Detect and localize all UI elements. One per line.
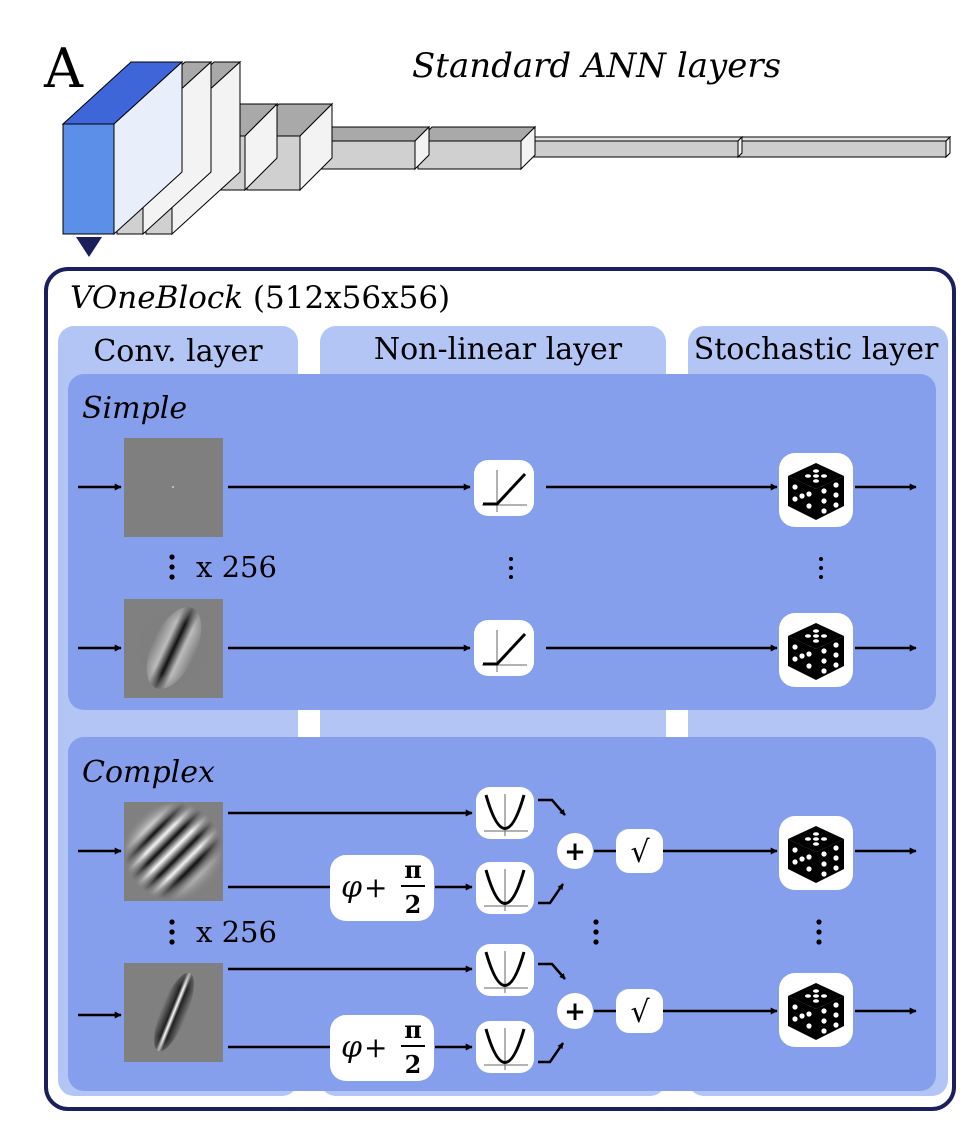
svg-text:φ: φ xyxy=(341,870,362,905)
relu-icon xyxy=(474,460,534,516)
square-nonlinearity-icon xyxy=(476,787,534,839)
stochastic-column-title: Stochastic layer xyxy=(694,332,939,367)
stochastic-ellipsis-complex xyxy=(816,919,822,945)
square-nonlinearity-icon xyxy=(476,944,534,996)
svg-text:+: + xyxy=(364,871,387,904)
complex-section-title: Complex xyxy=(82,755,215,790)
svg-text:π: π xyxy=(404,855,422,884)
conv-column-title: Conv. layer xyxy=(93,334,263,369)
arrows xyxy=(78,483,917,1064)
phase-shift-box: φ + π 2 xyxy=(330,1015,434,1081)
svg-text:φ: φ xyxy=(341,1030,362,1065)
ann-title: Standard ANN layers xyxy=(412,46,781,86)
nonlinear-column-title: Non-linear layer xyxy=(374,332,623,367)
simple-section xyxy=(68,374,936,710)
dice-icon xyxy=(779,973,853,1047)
complex-repeat-marker: x 256 xyxy=(169,915,277,949)
square-nonlinearity-icon xyxy=(476,862,534,914)
simple-section-title: Simple xyxy=(82,391,187,426)
complex-repeat-label: x 256 xyxy=(196,915,277,949)
sum-node: + xyxy=(557,833,593,869)
expand-pointer-icon xyxy=(76,237,102,257)
svg-text:+: + xyxy=(364,1031,387,1064)
simple-repeat-label: x 256 xyxy=(196,550,277,584)
ann-block-4 xyxy=(416,126,537,142)
panel-letter: A xyxy=(43,37,84,100)
complex-filter-2 xyxy=(124,963,223,1062)
sqrt-node: √ xyxy=(616,989,663,1033)
stochastic-ellipsis-simple xyxy=(819,557,823,579)
svg-text:2: 2 xyxy=(405,1050,422,1079)
simple-filter-1 xyxy=(124,438,223,537)
complex-filter-1 xyxy=(124,802,223,901)
svg-text:√: √ xyxy=(630,835,650,870)
svg-text:+: + xyxy=(564,837,586,867)
sum-ellipsis xyxy=(593,919,599,945)
ann-architecture xyxy=(61,60,952,236)
simple-filter-2 xyxy=(124,599,223,698)
dice-icon xyxy=(779,816,853,890)
dice-icon xyxy=(779,613,853,687)
svg-text:π: π xyxy=(404,1015,422,1044)
square-nonlinearity-icon xyxy=(476,1021,534,1073)
ann-fc-block-2 xyxy=(736,136,952,142)
vone-block-title: VOneBlock (512x56x56) xyxy=(70,280,450,316)
svg-text:√: √ xyxy=(630,995,650,1030)
svg-text:+: + xyxy=(564,997,586,1027)
nonlinear-ellipsis xyxy=(509,557,513,579)
relu-icon xyxy=(474,620,534,676)
ann-fc-block-1 xyxy=(529,136,744,142)
simple-repeat-marker: x 256 xyxy=(169,550,277,584)
dice-icon xyxy=(779,453,853,527)
phase-shift-box: φ + π 2 xyxy=(330,855,434,921)
sum-node: + xyxy=(557,993,593,1029)
svg-text:2: 2 xyxy=(405,890,422,919)
sqrt-node: √ xyxy=(616,829,663,873)
